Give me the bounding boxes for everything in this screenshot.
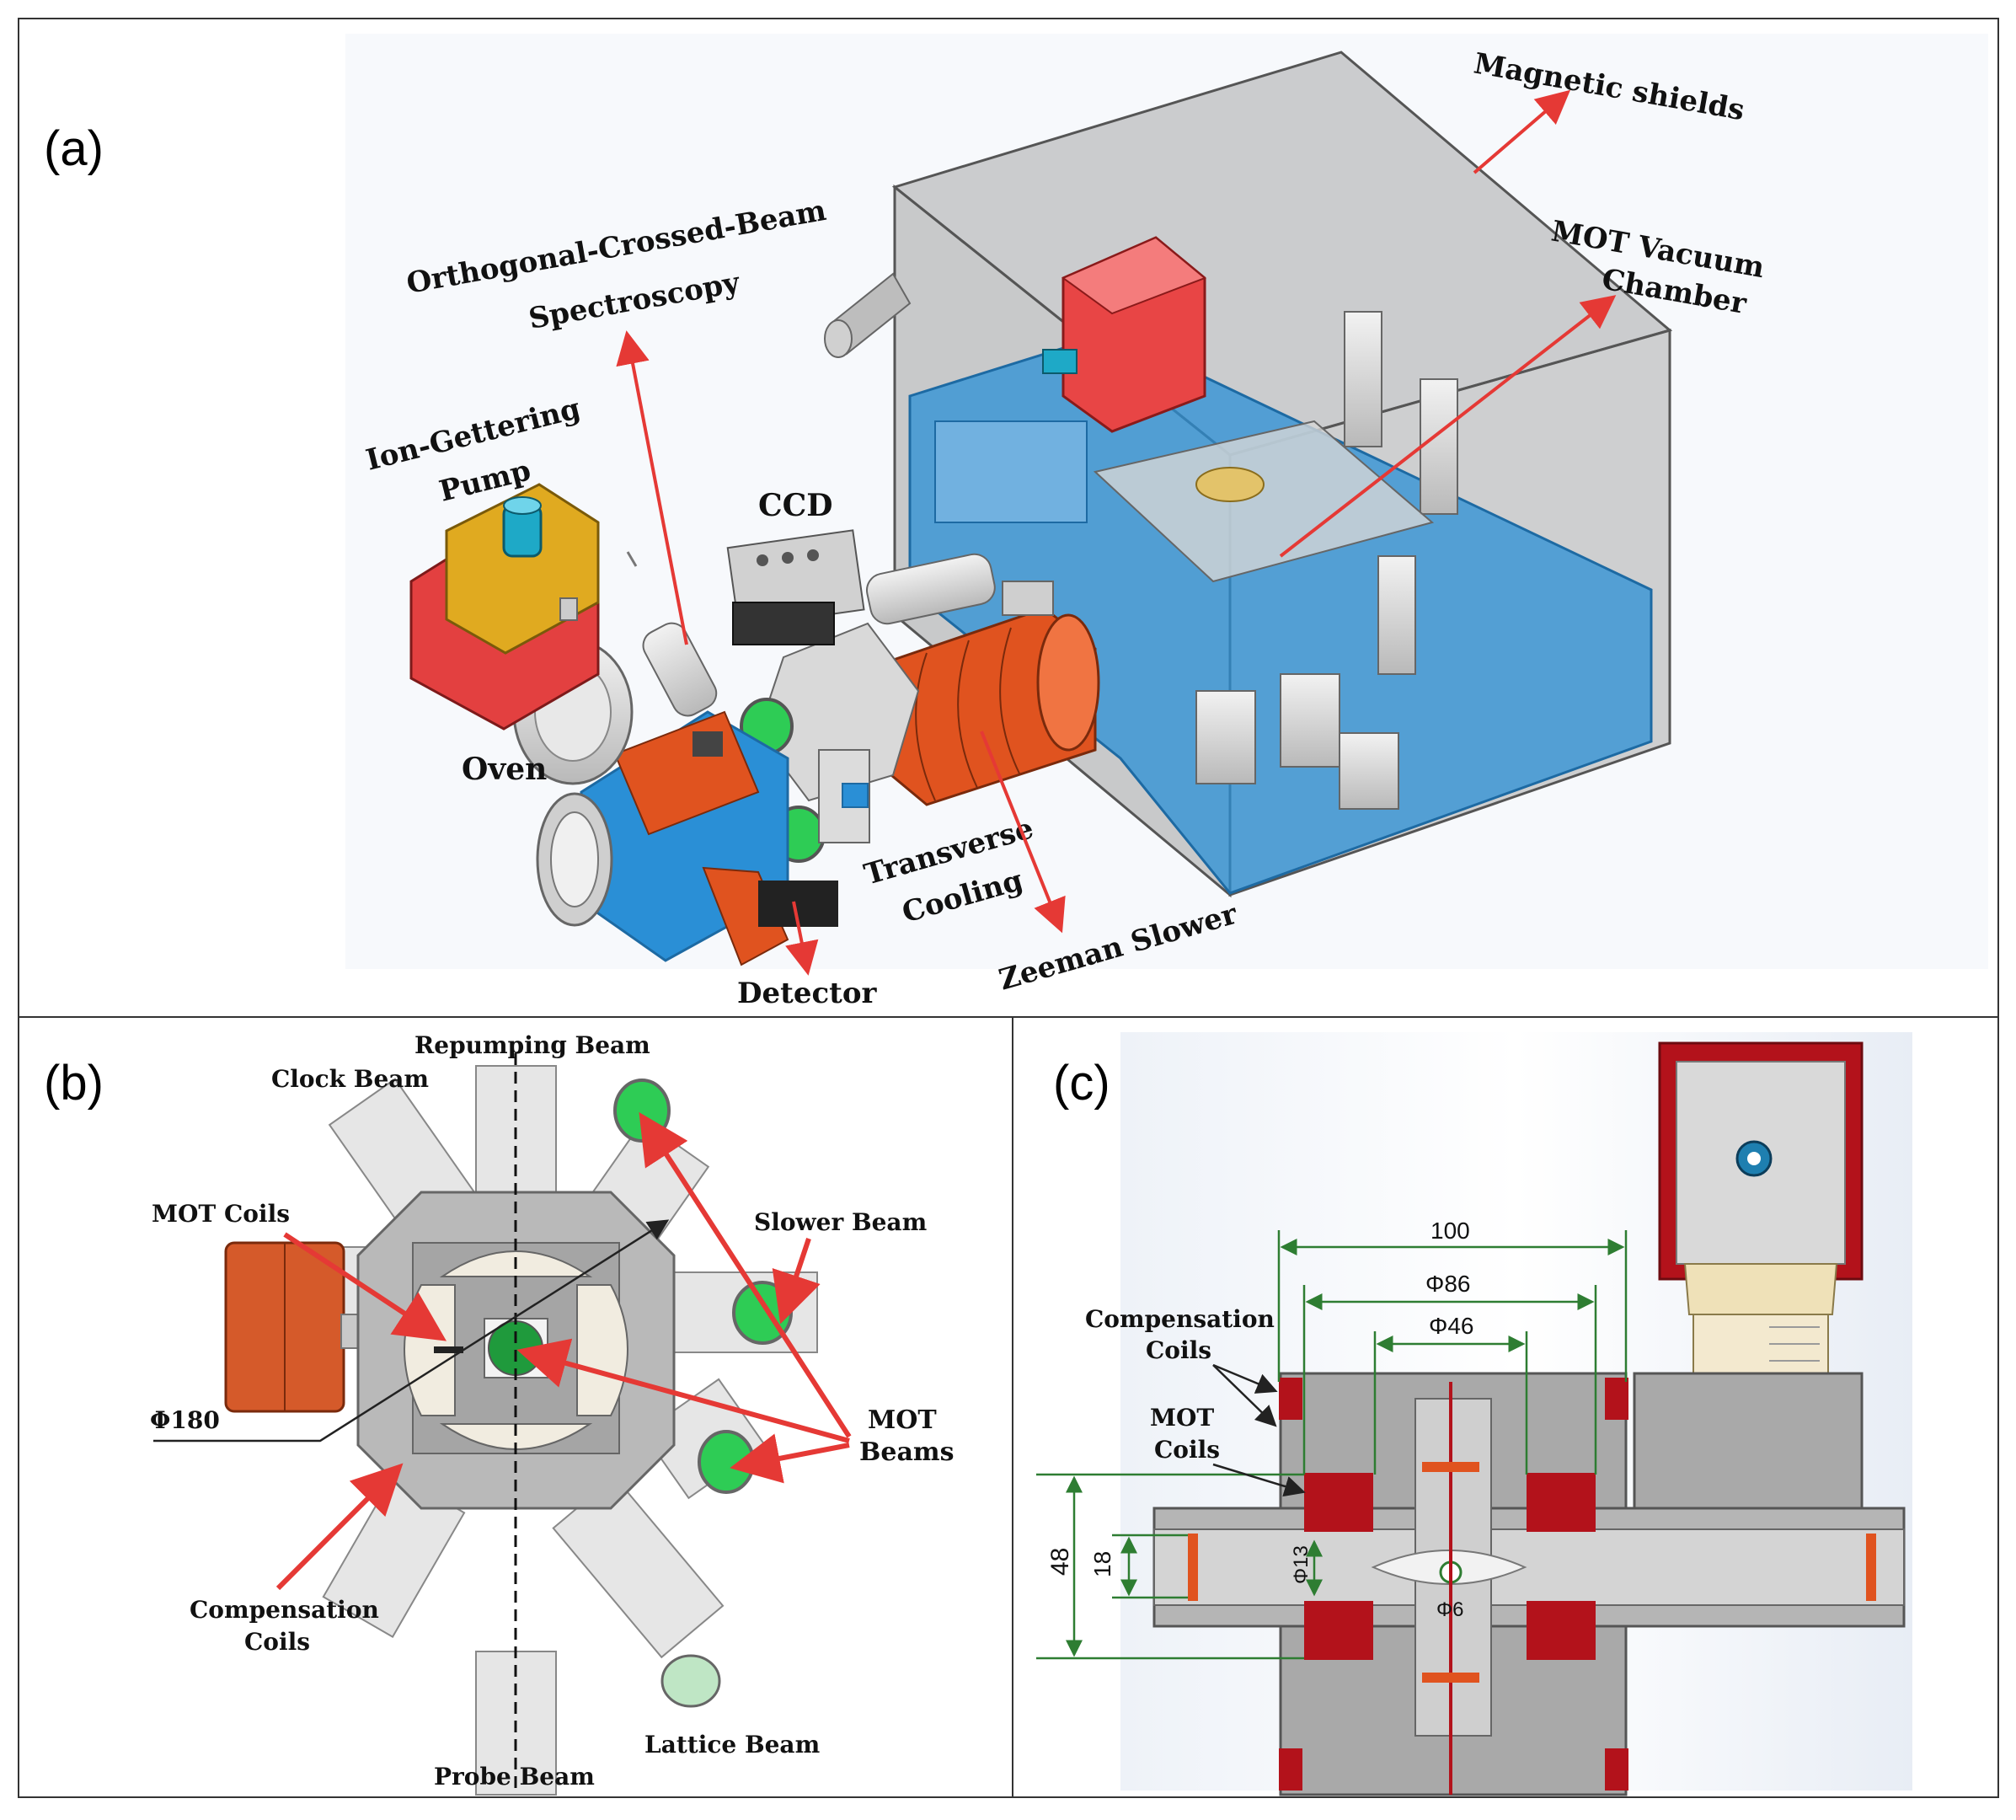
panel-a-letter: (a) bbox=[44, 121, 104, 176]
dim-100: 100 bbox=[1430, 1218, 1470, 1244]
label-mot-coils-b: MOT Coils bbox=[152, 1200, 290, 1228]
panel-b-letter: (b) bbox=[44, 1056, 104, 1111]
arrow-magnetic-shields bbox=[1473, 89, 1571, 174]
label-repumping-beam: Repumping Beam bbox=[414, 1031, 650, 1059]
label-compensation-c-1: Compensation bbox=[1085, 1305, 1275, 1333]
label-compensation-b-1: Compensation bbox=[190, 1596, 379, 1624]
dim-phi13: Φ13 bbox=[1290, 1545, 1313, 1584]
panel-c-letter: (c) bbox=[1053, 1056, 1110, 1111]
panel-a: (a) bbox=[44, 34, 1988, 1010]
label-probe-beam: Probe Beam bbox=[434, 1763, 595, 1791]
mot-coil-upper-right bbox=[1527, 1473, 1596, 1532]
panel-c: (c) bbox=[1036, 1032, 1912, 1796]
panel-b: (b) Repumping B bbox=[44, 1031, 955, 1796]
label-slower-beam: Slower Beam bbox=[754, 1208, 927, 1236]
comp-coil-4 bbox=[1605, 1748, 1628, 1791]
dim-phi46: Φ46 bbox=[1429, 1313, 1473, 1339]
dim-48: 48 bbox=[1046, 1548, 1074, 1576]
label-detector: Detector bbox=[737, 977, 878, 1010]
comp-coil-3 bbox=[1279, 1748, 1302, 1791]
ion-gettering-pump bbox=[409, 483, 600, 731]
label-mot-beams-2: Beams bbox=[859, 1437, 955, 1467]
magnetic-shield-box bbox=[824, 51, 1673, 898]
label-oven: Oven bbox=[462, 752, 547, 787]
mot-coil-lower-right bbox=[1527, 1601, 1596, 1660]
lattice-beam-window bbox=[660, 1654, 721, 1708]
dim-phi6: Φ6 bbox=[1436, 1598, 1464, 1621]
label-ccd: CCD bbox=[758, 488, 833, 523]
arrow-zeeman bbox=[980, 731, 1066, 934]
label-mot-coils-c-1: MOT bbox=[1150, 1404, 1214, 1432]
ocbs-tube bbox=[626, 551, 718, 717]
mot-coil-upper-left bbox=[1304, 1473, 1373, 1532]
mot-beam-window-1 bbox=[613, 1079, 671, 1143]
label-clock-beam: Clock Beam bbox=[271, 1065, 429, 1093]
dim-phi86: Φ86 bbox=[1425, 1271, 1470, 1297]
label-phi180: Φ180 bbox=[150, 1406, 220, 1434]
transverse-cooling-assembly bbox=[726, 529, 996, 863]
comp-coil-2 bbox=[1605, 1378, 1628, 1420]
panel-c-frame bbox=[1012, 1016, 1999, 1798]
label-mot-coils-c-2: Coils bbox=[1154, 1436, 1220, 1464]
label-compensation-c-2: Coils bbox=[1146, 1336, 1211, 1364]
dim-18: 18 bbox=[1089, 1551, 1115, 1577]
comp-coil-1 bbox=[1279, 1378, 1302, 1420]
label-lattice-beam: Lattice Beam bbox=[644, 1731, 820, 1758]
mot-beam-window-2 bbox=[698, 1430, 755, 1494]
mot-coil-lower-left bbox=[1304, 1601, 1373, 1660]
arrow-mot-chamber bbox=[1279, 295, 1617, 558]
label-compensation-b-2: Coils bbox=[244, 1628, 310, 1656]
label-mot-beams-1: MOT bbox=[868, 1405, 937, 1435]
arrow-detector bbox=[785, 901, 819, 976]
arrow-ocbs bbox=[616, 330, 688, 645]
